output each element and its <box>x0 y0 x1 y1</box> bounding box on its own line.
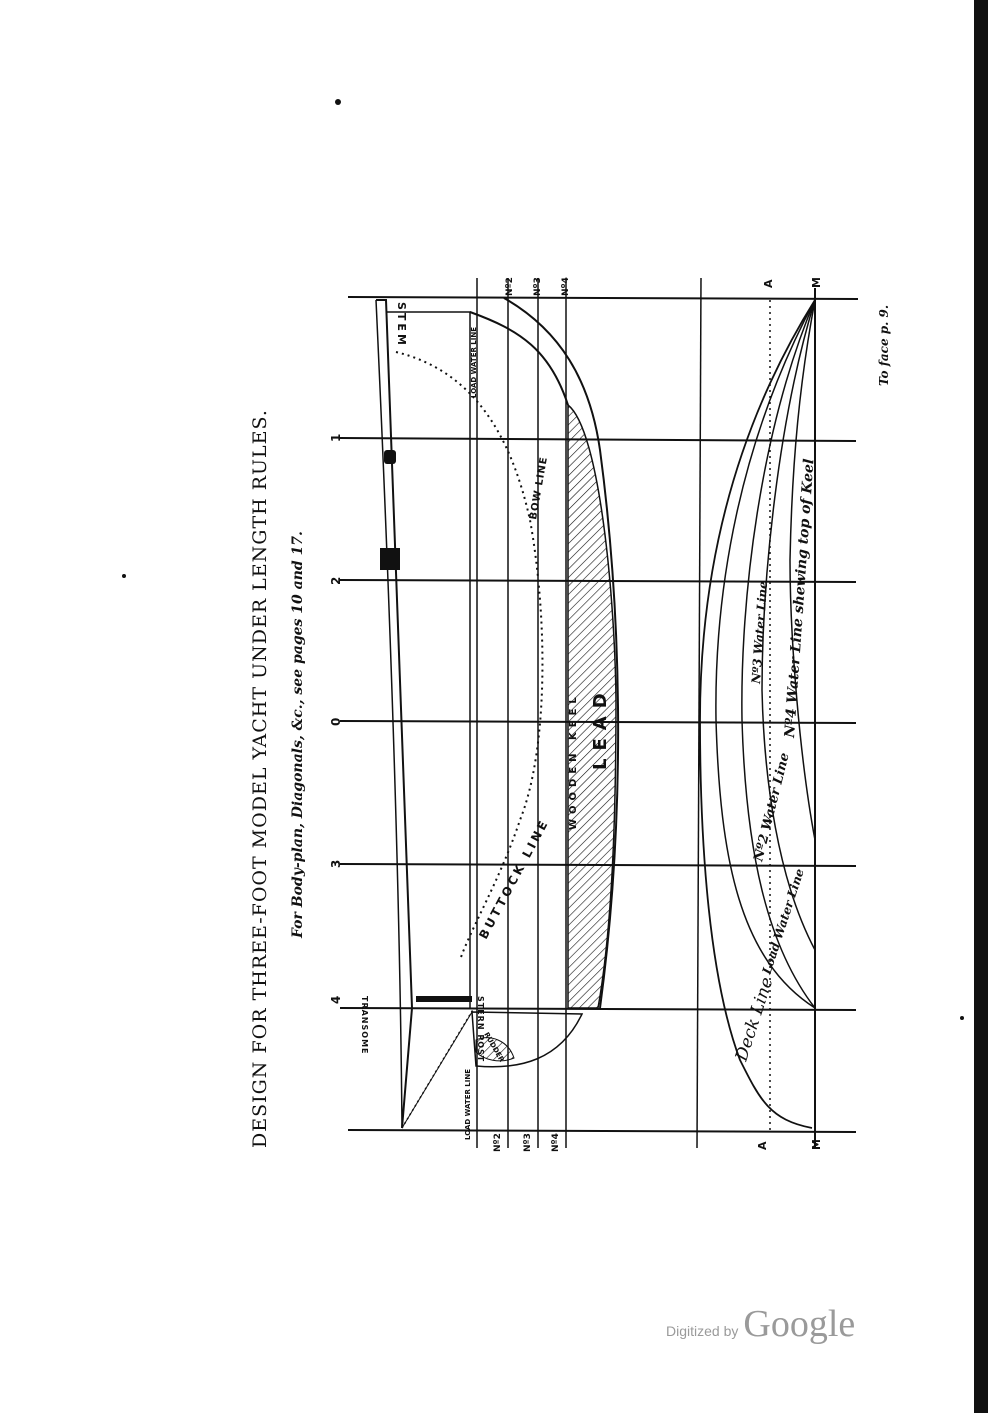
lead-keel <box>567 403 617 1009</box>
stern-post-label: STERN POST <box>476 996 485 1062</box>
speck <box>335 99 341 105</box>
load-water-line-aft: LOAD WATER LINE <box>464 1069 472 1140</box>
a-left-label: A <box>756 1141 769 1150</box>
station-number: 0 <box>329 718 343 726</box>
rudder <box>471 1011 584 1068</box>
half-breadth-plan <box>699 288 816 1148</box>
load-water-line-fwd: LOAD WATER LINE <box>470 327 478 398</box>
wl-fwd-label: Nº2 <box>505 277 515 296</box>
load-water-line-label: Load Water Line <box>759 867 807 977</box>
profile-drawing <box>375 297 620 1129</box>
wl-fwd-label: Nº3 <box>533 277 543 296</box>
station-number: 1 <box>329 434 343 442</box>
station-numbers: 4 3 0 2 1 <box>329 434 343 1004</box>
bow-line-label: BOW LINE <box>528 456 550 521</box>
wl-aft-label: Nº2 <box>493 1133 503 1152</box>
plan-labels: Deck Line Load Water Line Nº2 Water Line… <box>731 277 823 1150</box>
mast-fitting <box>380 548 400 570</box>
page-title: DESIGN FOR THREE-FOOT MODEL YACHT UNDER … <box>249 409 271 1148</box>
speck <box>122 574 126 578</box>
transom-bar <box>416 996 472 1002</box>
station-number: 2 <box>329 577 343 585</box>
wooden-keel-label: WOODEN KEEL <box>568 692 579 830</box>
google-logo: Google <box>743 1303 856 1345</box>
wl-aft-label: Nº3 <box>523 1133 533 1152</box>
wl-aft-label: Nº4 <box>551 1133 561 1152</box>
deck-fitting <box>384 450 396 464</box>
a-right-label: A <box>762 279 775 288</box>
m-right-label: M <box>810 277 823 288</box>
water-lines <box>476 277 702 1149</box>
wl3-label: Nº3 Water Line <box>749 580 770 685</box>
transome-label: TRANSOME <box>360 996 369 1055</box>
station-number: 3 <box>329 860 343 868</box>
lead-label: LEAD <box>590 685 611 770</box>
page-subtitle: For Body-plan, Diagonals, &c., see pages… <box>290 531 306 939</box>
page-edge <box>974 0 988 1413</box>
profile-labels: STEM TRANSOME STERN POST RUDDER LOAD WAT… <box>360 277 611 1152</box>
digitized-by-google: Digitized by Google <box>666 1302 855 1346</box>
speck <box>960 1016 964 1020</box>
wl2-label: Nº2 Water Line <box>751 751 793 864</box>
digitized-by-text: Digitized by <box>666 1323 739 1339</box>
wl-fwd-label: Nº4 <box>561 277 571 296</box>
m-left-label: M <box>810 1139 823 1150</box>
stem-label: STEM <box>395 302 408 348</box>
wl4-label: Nº4 Water Line shewing top of Keel <box>782 458 818 739</box>
face-note: To face p. 9. <box>877 305 891 386</box>
station-number: 4 <box>329 996 343 1004</box>
